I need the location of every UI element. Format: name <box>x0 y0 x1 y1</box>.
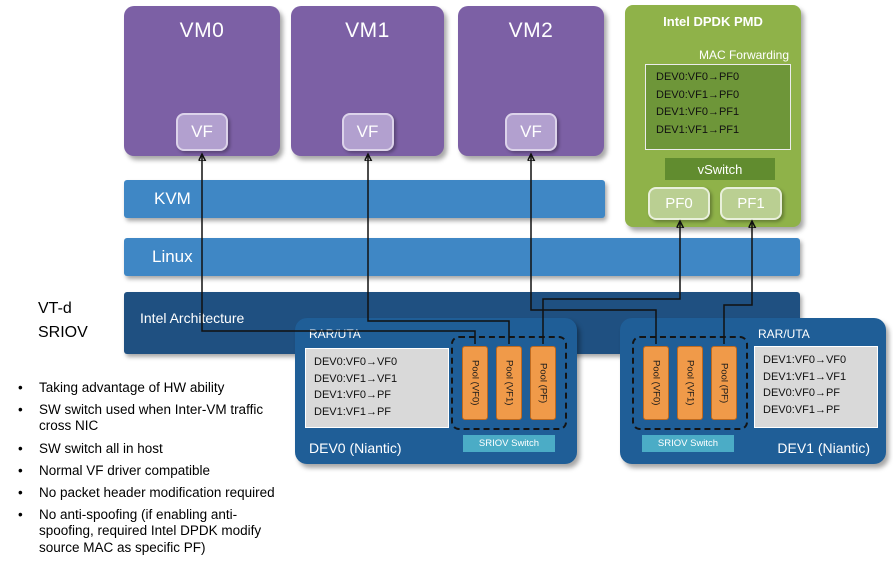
vm2-box: VM2 VF <box>458 6 604 156</box>
dev0-rar-table: DEV0:VF0→VF0 DEV0:VF1→VF1 DEV1:VF0→PF DE… <box>305 348 449 428</box>
pf0-badge: PF0 <box>648 187 710 220</box>
mac-table-row: DEV0:VF1→PF0 <box>656 88 740 101</box>
dev1-table-row: DEV1:VF1→VF1 <box>763 370 847 383</box>
vm1-title: VM1 <box>345 19 390 42</box>
pool-label: Pool (VF0) <box>469 360 481 406</box>
mac-table-row: DEV1:VF0→PF1 <box>656 106 740 119</box>
dev0-pool-pf: Pool (PF) <box>530 346 556 420</box>
kvm-layer-bar: KVM <box>124 180 605 218</box>
bullet-marker: • <box>18 462 23 478</box>
sriov-label: SRIOV <box>38 324 88 341</box>
mac-forwarding-label: MAC Forwarding <box>698 48 789 62</box>
dev1-pools-container: Pool (VF0) Pool (VF1) Pool (PF) <box>632 336 748 430</box>
pool-label: Pool (PF) <box>718 362 730 404</box>
pf1-badge: PF1 <box>720 187 782 220</box>
dev1-pool-vf0: Pool (VF0) <box>643 346 669 420</box>
list-item: • SW switch all in host <box>18 441 298 457</box>
dev0-pool-vf0: Pool (VF0) <box>462 346 488 420</box>
dev0-sriov-switch: SRIOV Switch <box>463 435 555 452</box>
list-item: • No packet header modification required <box>18 485 298 501</box>
dev1-rar-uta-label: RAR/UTA <box>758 327 810 341</box>
vm0-vf-badge: VF <box>176 113 228 151</box>
dev1-table-row: DEV0:VF0→PF <box>763 387 841 399</box>
bullet-text: No anti-spoofing (if enabling anti-spoof… <box>39 507 262 555</box>
mac-forwarding-table: DEV0:VF0→PF0 DEV0:VF1→PF0 DEV1:VF0→PF1 D… <box>645 64 791 150</box>
dev1-table-row: DEV1:VF0→VF0 <box>763 354 847 366</box>
vm1-vf-badge: VF <box>341 113 394 151</box>
vswitch-bar: vSwitch <box>665 158 775 180</box>
bullet-marker: • <box>18 484 23 500</box>
list-item: • Normal VF driver compatible <box>18 463 298 479</box>
bullet-text: Normal VF driver compatible <box>39 462 211 478</box>
dev1-pool-pf: Pool (PF) <box>711 346 737 420</box>
dev1-pool-vf1: Pool (VF1) <box>677 346 703 420</box>
pool-label: Pool (VF0) <box>650 360 662 406</box>
dev1-rar-table: DEV1:VF0→VF0 DEV1:VF1→VF1 DEV0:VF0→PF DE… <box>754 346 878 428</box>
bullet-text: SW switch used when Inter-VM traffic cro… <box>39 402 264 434</box>
bullet-marker: • <box>18 507 23 523</box>
pool-label: Pool (PF) <box>537 362 549 404</box>
dev0-table-row: DEV1:VF0→PF <box>314 389 392 401</box>
bullet-marker: • <box>18 440 23 456</box>
dev1-sriov-switch: SRIOV Switch <box>642 435 734 452</box>
dev0-table-row: DEV0:VF1→VF1 <box>314 372 398 385</box>
bullet-marker: • <box>18 402 23 418</box>
bullet-marker: • <box>18 380 23 395</box>
list-item: • No anti-spoofing (if enabling anti-spoo… <box>18 507 298 556</box>
vm2-title: VM2 <box>508 19 554 42</box>
dev0-niantic-box: RAR/UTA DEV0:VF0→VF0 DEV0:VF1→VF1 DEV1:V… <box>295 318 577 464</box>
kvm-label: KVM <box>154 189 191 208</box>
vm0-box: VM0 VF <box>124 6 280 156</box>
vtd-sriov-label: VT-d SRIOV <box>38 297 88 345</box>
dev0-pool-vf1: Pool (VF1) <box>496 346 522 420</box>
dpdk-title: Intel DPDK PMD <box>663 14 763 29</box>
list-item: • SW switch used when Inter-VM traffic cr… <box>18 402 298 434</box>
linux-layer-bar: Linux <box>124 238 800 276</box>
dev0-pools-container: Pool (VF0) Pool (VF1) Pool (PF) <box>451 336 567 430</box>
linux-label: Linux <box>152 247 193 266</box>
bullet-text: SW switch all in host <box>39 440 163 456</box>
dev0-title: DEV0 (Niantic) <box>309 440 402 456</box>
list-item: • Taking advantage of HW ability <box>18 380 298 396</box>
intel-architecture-label: Intel Architecture <box>140 310 245 326</box>
bullet-text: Taking advantage of HW ability <box>39 380 225 395</box>
dev1-title: DEV1 (Niantic) <box>777 440 870 456</box>
vm1-box: VM1 VF <box>291 6 444 156</box>
pool-label: Pool (VF1) <box>503 360 515 406</box>
dev1-niantic-box: Pool (VF0) Pool (VF1) Pool (PF) RAR/UTA … <box>620 318 886 464</box>
intel-dpdk-pmd-box: Intel DPDK PMD MAC Forwarding DEV0:VF0→P… <box>625 5 801 227</box>
bullet-text: No packet header modification required <box>39 484 275 500</box>
vtd-label: VT-d <box>38 300 72 317</box>
pool-label: Pool (VF1) <box>684 360 696 406</box>
dev0-table-row: DEV1:VF1→PF <box>314 405 392 418</box>
vm0-title: VM0 <box>179 19 225 42</box>
notes-list: • Taking advantage of HW ability • SW swit… <box>18 380 298 562</box>
mac-table-row: DEV1:VF1→PF1 <box>656 123 740 136</box>
mac-table-row: DEV0:VF0→PF0 <box>656 71 740 83</box>
vm2-vf-badge: VF <box>505 113 557 151</box>
dev1-table-row: DEV0:VF1→PF <box>763 403 841 416</box>
dev0-table-row: DEV0:VF0→VF0 <box>314 356 398 368</box>
dev0-rar-uta-label: RAR/UTA <box>309 327 361 341</box>
